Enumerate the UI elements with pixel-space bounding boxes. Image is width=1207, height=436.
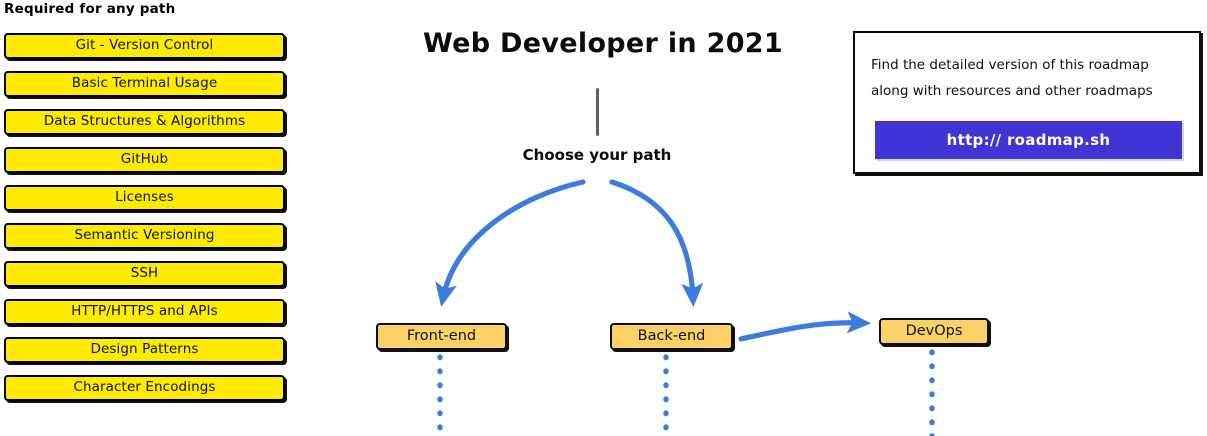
roadmap-card-description: Find the detailed version of this roadma…	[871, 52, 1187, 104]
required-item-ssh[interactable]: SSH	[4, 261, 285, 287]
required-item-character-encodings[interactable]: Character Encodings	[4, 375, 285, 401]
required-item-label: Git - Version Control	[75, 37, 214, 54]
required-item-label: Data Structures & Algorithms	[43, 113, 246, 130]
required-item-label: Character Encodings	[73, 379, 216, 396]
page-title: Web Developer in 2021	[423, 28, 783, 59]
roadmap-card-description-line-2: along with resources and other roadmaps	[871, 83, 1153, 99]
required-item-label: GitHub	[120, 151, 169, 168]
required-item-label: HTTP/HTTPS and APIs	[71, 303, 218, 320]
arrow-back-end-to-devops	[738, 311, 872, 342]
roadmap-card-description-line-1: Find the detailed version of this roadma…	[871, 57, 1149, 73]
required-item-licenses[interactable]: Licenses	[4, 185, 285, 211]
path-box-devops[interactable]: DevOps	[879, 318, 989, 345]
roadmap-link-label: http:// roadmap.sh	[946, 131, 1111, 149]
required-item-semantic-versioning[interactable]: Semantic Versioning	[4, 223, 285, 249]
path-box-label: Front-end	[406, 328, 477, 345]
required-items-list: Git - Version Control Basic Terminal Usa…	[0, 33, 300, 413]
title-stem-connector	[596, 88, 599, 136]
path-box-back-end[interactable]: Back-end	[610, 323, 733, 350]
required-item-label: Design Patterns	[90, 341, 199, 358]
arrow-to-back-end	[609, 179, 704, 308]
roadmap-info-card: Find the detailed version of this roadma…	[853, 31, 1201, 174]
required-item-github[interactable]: GitHub	[4, 147, 285, 173]
arrow-to-front-end	[435, 179, 586, 307]
required-item-data-structures-algorithms[interactable]: Data Structures & Algorithms	[4, 109, 285, 135]
required-item-label: Licenses	[115, 189, 174, 206]
choose-your-path-label: Choose your path	[522, 146, 672, 164]
required-item-git-version-control[interactable]: Git - Version Control	[4, 33, 285, 59]
path-box-label: DevOps	[905, 323, 963, 340]
required-item-http-https-and-apis[interactable]: HTTP/HTTPS and APIs	[4, 299, 285, 325]
required-item-basic-terminal-usage[interactable]: Basic Terminal Usage	[4, 71, 285, 97]
required-item-label: SSH	[130, 265, 159, 282]
required-section-heading: Required for any path	[4, 1, 176, 17]
path-box-label: Back-end	[637, 328, 706, 345]
required-item-label: Semantic Versioning	[74, 227, 215, 244]
required-item-label: Basic Terminal Usage	[71, 75, 218, 92]
required-item-design-patterns[interactable]: Design Patterns	[4, 337, 285, 363]
required-for-any-path-section: Required for any path Git - Version Cont…	[0, 0, 300, 436]
roadmap-link-button[interactable]: http:// roadmap.sh	[875, 121, 1182, 159]
path-box-front-end[interactable]: Front-end	[376, 323, 507, 350]
